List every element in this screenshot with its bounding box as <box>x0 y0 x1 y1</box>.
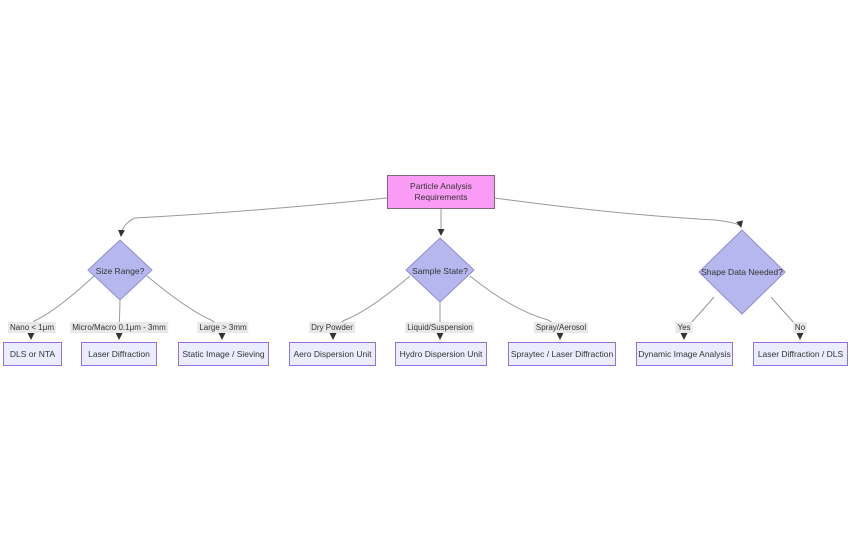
edge-label-nano: Nano < 1μm <box>8 322 56 333</box>
node-aero-dispersion-unit: Aero Dispersion Unit <box>289 342 376 366</box>
root-label-line1: Particle Analysis <box>410 181 472 191</box>
edge-label-spray-aerosol: Spray/Aerosol <box>533 322 589 333</box>
edge-size-range-micro <box>115 299 123 340</box>
edge-label-large: Large > 3mm <box>197 322 249 333</box>
node-hydro-dispersion-unit: Hydro Dispersion Unit <box>395 342 487 366</box>
edge-label-micro-macro: Micro/Macro 0.1μm - 3mm <box>70 322 168 333</box>
edge-root-to-size-range <box>118 197 388 237</box>
edge-label-no: No <box>792 322 808 333</box>
decision-diamond-sample-state <box>405 237 475 303</box>
edge-label-liquid-suspension: Liquid/Suspension <box>405 322 475 333</box>
node-laser-diffraction-dls: Laser Diffraction / DLS <box>753 342 848 366</box>
decision-label-size-range: Size Range? <box>95 266 145 276</box>
node-spraytec-laser-diffraction: Spraytec / Laser Diffraction <box>508 342 616 366</box>
node-static-image-sieving: Static Image / Sieving <box>178 342 269 366</box>
decision-diamond-shape-data <box>698 229 786 315</box>
decision-diamond-size-range <box>87 239 153 301</box>
edge-label-dry-powder: Dry Powder <box>309 322 355 333</box>
node-dynamic-image-analysis: Dynamic Image Analysis <box>636 342 733 366</box>
edge-label-yes: Yes <box>675 322 693 333</box>
edge-root-to-shape-data <box>494 197 743 228</box>
node-laser-diffraction: Laser Diffraction <box>81 342 157 366</box>
node-particle-analysis-requirements: Particle Analysis Requirements <box>387 175 495 209</box>
decision-label-shape-data: Shape Data Needed? <box>701 267 783 277</box>
node-dls-or-nta: DLS or NTA <box>3 342 62 366</box>
root-label-line2: Requirements <box>414 192 468 202</box>
decision-label-sample-state: Sample State? <box>412 266 468 276</box>
